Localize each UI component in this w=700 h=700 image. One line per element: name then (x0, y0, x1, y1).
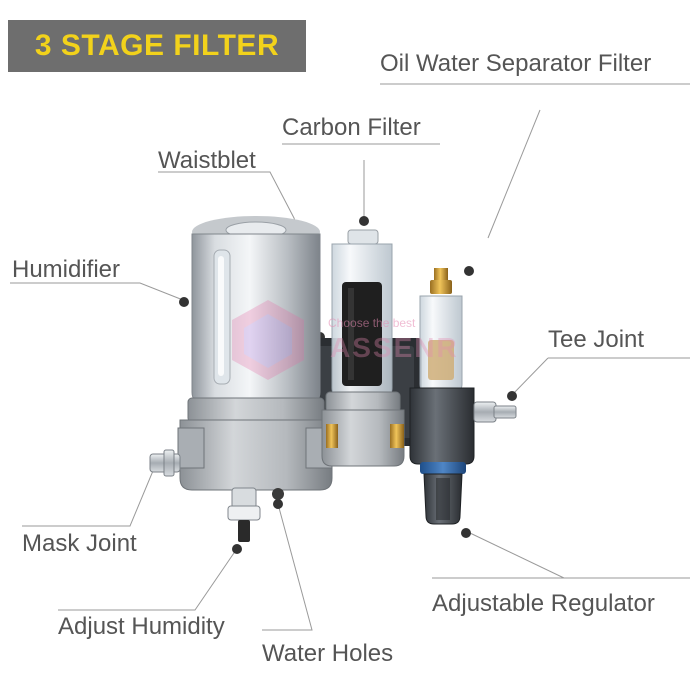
watermark-logo (232, 300, 304, 380)
label-waistblet: Waistblet (158, 147, 256, 174)
leader-lines (10, 83, 690, 631)
title-badge (8, 20, 306, 72)
label-humidifier: Humidifier (12, 256, 121, 283)
label-oil-water-separator-filter: Oil Water Separator Filter (380, 50, 652, 77)
carbon-filter-unit (321, 229, 405, 467)
label-tee-joint: Tee Joint (548, 326, 645, 353)
watermark-brand: ASSENR (330, 332, 459, 363)
label-mask-joint: Mask Joint (22, 530, 137, 557)
page-title: 3 STAGE FILTER (34, 29, 280, 62)
humidifier-unit (149, 216, 333, 542)
label-adjust-humidity: Adjust Humidity (58, 613, 225, 640)
watermark-tagline: Choose the best (328, 316, 416, 330)
label-carbon-filter: Carbon Filter (282, 114, 421, 141)
label-water-holes: Water Holes (262, 640, 394, 667)
label-adjustable-regulator: Adjustable Regulator (432, 590, 655, 617)
regulator-unit (409, 268, 517, 525)
